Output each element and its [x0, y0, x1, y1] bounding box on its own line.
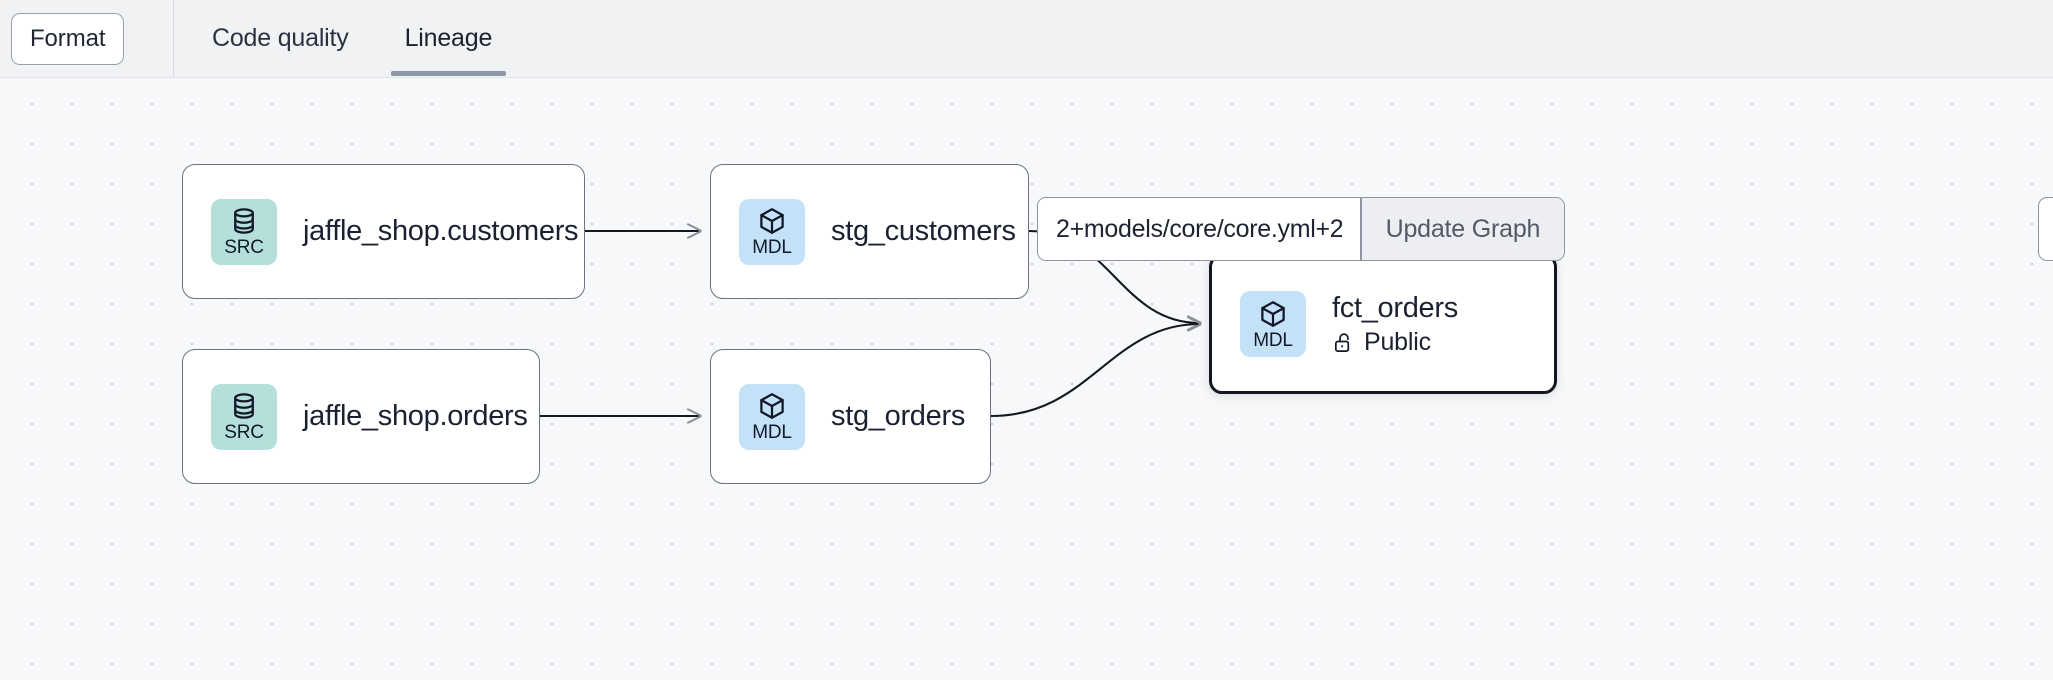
lineage-node-fct-orders[interactable]: MDL fct_orders Public — [1209, 254, 1557, 394]
cube-icon — [760, 208, 784, 234]
update-graph-button[interactable]: Update Graph — [1361, 198, 1565, 260]
database-icon — [234, 208, 254, 234]
lineage-canvas[interactable]: SRC jaffle_shop.customers MDL stg_custom… — [0, 78, 2053, 680]
node-title: jaffle_shop.orders — [303, 399, 528, 432]
unlock-icon — [1334, 333, 1350, 353]
editor-header: Format Code quality Lineage — [0, 0, 2053, 78]
badge-label: SRC — [224, 422, 264, 443]
header-divider — [173, 0, 174, 77]
node-body: jaffle_shop.orders — [303, 400, 528, 433]
node-title: stg_orders — [831, 399, 966, 432]
badge-label: MDL — [752, 237, 792, 258]
model-type-badge: MDL — [1240, 291, 1306, 357]
node-body: fct_orders Public — [1332, 292, 1458, 357]
badge-label: MDL — [752, 422, 792, 443]
node-title: jaffle_shop.customers — [303, 214, 579, 247]
source-type-badge: SRC — [211, 198, 277, 265]
source-type-badge: SRC — [211, 383, 277, 450]
selector-divider — [1360, 198, 1362, 260]
edge-stg-orders-to-fct-orders — [990, 324, 1200, 418]
lineage-node-jaffle-shop-customers[interactable]: SRC jaffle_shop.customers — [182, 164, 585, 299]
node-body: jaffle_shop.customers — [303, 214, 579, 248]
lineage-node-stg-customers[interactable]: MDL stg_customers — [710, 164, 1029, 299]
format-button[interactable]: Format — [11, 12, 125, 65]
database-icon — [234, 393, 254, 419]
node-body: stg_orders — [831, 400, 965, 433]
graph-extra-control[interactable] — [2038, 197, 2053, 261]
node-access-row: Public — [1332, 327, 1458, 357]
badge-label: SRC — [224, 237, 264, 258]
header-left-actions: Format — [0, 0, 173, 77]
node-title: fct_orders — [1332, 291, 1458, 324]
dbt-selector-input[interactable] — [1038, 198, 1360, 260]
node-access-label: Public — [1364, 327, 1431, 356]
graph-selector-group: Update Graph — [1037, 197, 1566, 261]
node-title: stg_customers — [831, 214, 1016, 247]
cube-icon — [760, 393, 784, 419]
model-type-badge: MDL — [739, 198, 805, 265]
tab-lineage[interactable]: Lineage — [377, 0, 521, 77]
badge-label: MDL — [1253, 329, 1293, 351]
cube-icon — [1261, 300, 1285, 327]
lineage-node-jaffle-shop-orders[interactable]: SRC jaffle_shop.orders — [182, 349, 540, 484]
model-type-badge: MDL — [739, 383, 805, 450]
node-body: stg_customers — [831, 215, 1016, 248]
editor-tabs: Code quality Lineage — [174, 0, 520, 77]
lineage-node-stg-orders[interactable]: MDL stg_orders — [710, 349, 991, 484]
tab-code-quality[interactable]: Code quality — [212, 24, 349, 52]
